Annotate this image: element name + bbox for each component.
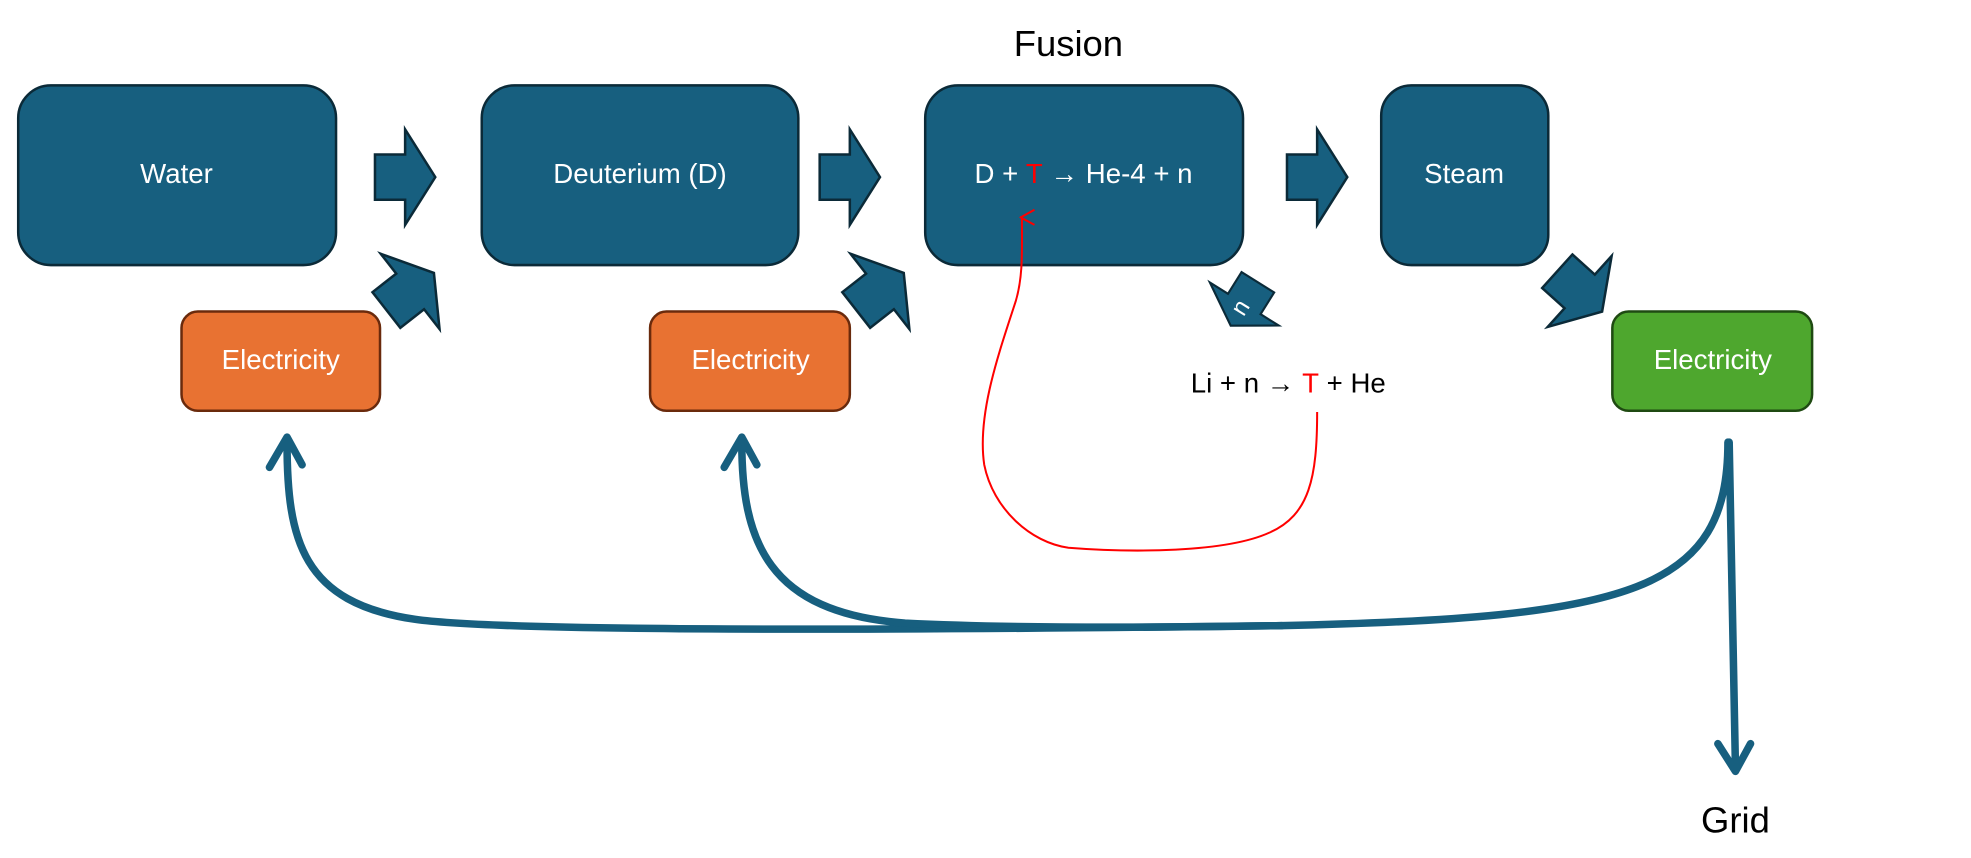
steam-label: Steam (1424, 158, 1504, 189)
fusion-title: Fusion (1014, 23, 1123, 64)
tritium-symbol: T (1026, 158, 1043, 189)
breeding-reaction: Li + n → T + He (1191, 368, 1386, 399)
right-arrow-icon (1285, 128, 1349, 227)
electricity-label: Electricity (222, 344, 340, 375)
neutron-arrow-icon: n (1195, 259, 1294, 349)
electricity-input-1: Electricity (180, 310, 382, 413)
tritium-symbol: T (1302, 368, 1319, 399)
tritium-recycle-arrow (981, 217, 1319, 552)
water-label: Water (140, 158, 213, 189)
grid-arrow (1725, 438, 1740, 773)
fusion-node: D + T → He-4 + n (923, 84, 1245, 267)
arrowhead-icon (1714, 739, 1755, 776)
power-feedback-arrow (283, 438, 1732, 633)
arrowhead-icon (265, 433, 306, 472)
right-arrow-icon (818, 128, 882, 227)
electricity-label: Electricity (691, 344, 809, 375)
grid-label: Grid (1701, 799, 1770, 840)
electricity-label: Electricity (1654, 344, 1772, 375)
steam-node: Steam (1379, 84, 1550, 267)
deuterium-label: Deuterium (D) (553, 158, 726, 189)
electricity-input-2: Electricity (648, 310, 852, 413)
electricity-output: Electricity (1611, 310, 1814, 413)
fusion-reaction: D + T → He-4 + n (974, 158, 1192, 189)
deuterium-node: Deuterium (D) (480, 84, 800, 267)
water-node: Water (16, 84, 338, 267)
power-feedback-arrow (738, 438, 1286, 632)
arrowhead-icon (720, 433, 761, 472)
right-arrow-icon (373, 128, 437, 227)
